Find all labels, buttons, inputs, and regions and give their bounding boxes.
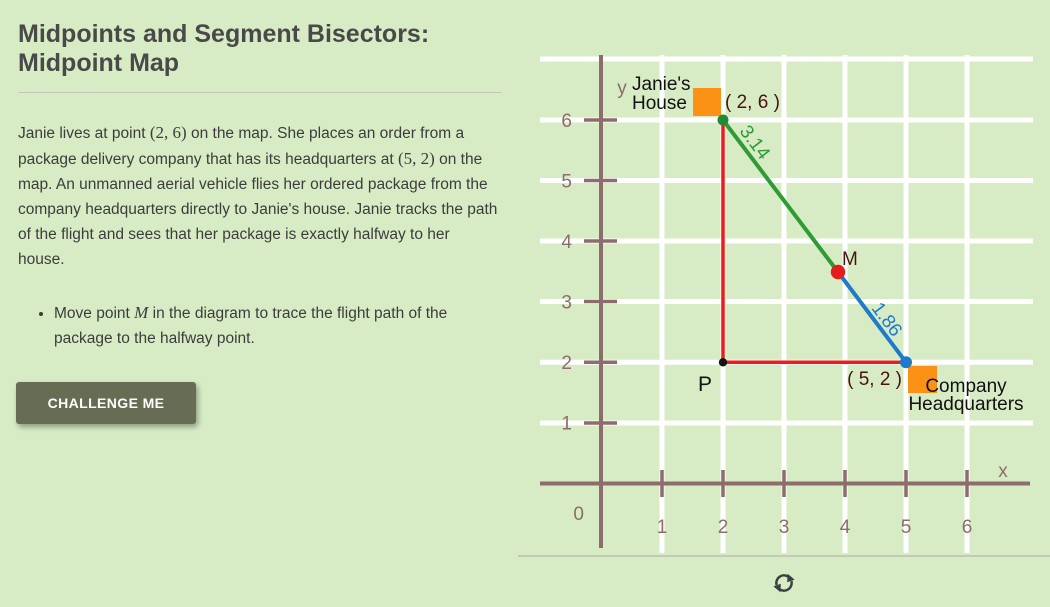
instructions-panel: Midpoints and Segment Bisectors: Midpoin… bbox=[16, 20, 504, 424]
task-text-part1: Move point bbox=[54, 305, 135, 322]
company-hq-label-line2: Headquarters bbox=[908, 394, 1023, 415]
y-tick-label: 1 bbox=[561, 414, 572, 435]
janies-house-label-line1: Janie's bbox=[632, 74, 691, 95]
graph-canvas[interactable]: 6 5 4 3 2 1 0 1 2 3 4 5 6 y x Janie's Ho… bbox=[518, 0, 1050, 602]
y-tick-label: 6 bbox=[561, 111, 572, 132]
coordinate-graph[interactable]: 6 5 4 3 2 1 0 1 2 3 4 5 6 y x Janie's Ho… bbox=[518, 0, 1050, 602]
x-tick-label: 6 bbox=[962, 517, 973, 538]
page-title: Midpoints and Segment Bisectors: Midpoin… bbox=[18, 20, 504, 78]
y-axis-ticks bbox=[584, 118, 617, 425]
company-hq-label-line1: Company bbox=[925, 376, 1007, 397]
janies-house-icon bbox=[693, 88, 721, 116]
foot-point-label: P bbox=[698, 373, 712, 396]
axes bbox=[540, 55, 1030, 548]
problem-text-part1: Janie lives at point bbox=[18, 125, 150, 142]
task-list: Move point M in the diagram to trace the… bbox=[18, 300, 494, 351]
company-headquarters-icon bbox=[908, 366, 937, 393]
task-item: Move point M in the diagram to trace the… bbox=[54, 300, 494, 351]
coord-2-6-inline: (2, 6) bbox=[149, 123, 187, 142]
y-tick-label: 5 bbox=[561, 172, 572, 193]
challenge-me-button[interactable]: CHALLENGE ME bbox=[16, 382, 196, 424]
house-coord-label: ( 2, 6 ) bbox=[725, 92, 780, 113]
y-axis-label: y bbox=[617, 78, 627, 99]
y-tick-label: 3 bbox=[561, 293, 572, 314]
math-m: M bbox=[134, 303, 149, 322]
hq-coord-label: ( 5, 2 ) bbox=[847, 369, 902, 390]
janies-house-label-line2: House bbox=[632, 93, 687, 114]
x-tick-label: 4 bbox=[840, 517, 851, 538]
problem-text-part3: on the map. An unmanned aerial vehicle f… bbox=[18, 151, 498, 268]
page-title-line2: Midpoint Map bbox=[18, 49, 180, 77]
y-tick-label: 2 bbox=[561, 353, 572, 374]
point-m-draggable[interactable] bbox=[830, 264, 846, 280]
point-house bbox=[717, 114, 729, 126]
segment-m-to-hq bbox=[836, 270, 908, 364]
x-tick-label: 1 bbox=[657, 517, 668, 538]
x-axis-label: x bbox=[998, 461, 1008, 482]
problem-text: Janie lives at point (2, 6) on the map. … bbox=[18, 120, 498, 272]
task-text-part2: in the diagram to trace the flight path … bbox=[54, 305, 448, 347]
divider bbox=[18, 92, 502, 93]
reset-icon[interactable] bbox=[773, 573, 795, 593]
y-tick-label: 4 bbox=[561, 232, 572, 253]
origin-label: 0 bbox=[573, 504, 584, 525]
x-tick-label: 3 bbox=[779, 517, 790, 538]
midpoint-label: M bbox=[842, 249, 858, 270]
x-axis-ticks bbox=[660, 470, 969, 497]
segment-house-to-m bbox=[721, 118, 840, 274]
page-title-line1: Midpoints and Segment Bisectors: bbox=[18, 20, 430, 48]
coord-5-2-inline: (5, 2) bbox=[397, 149, 435, 168]
x-tick-label: 2 bbox=[718, 517, 729, 538]
x-tick-label: 5 bbox=[901, 517, 912, 538]
point-p bbox=[718, 358, 728, 367]
point-headquarters bbox=[900, 356, 912, 369]
problem-text-part2: on the map. She places an order from a p… bbox=[18, 125, 465, 168]
